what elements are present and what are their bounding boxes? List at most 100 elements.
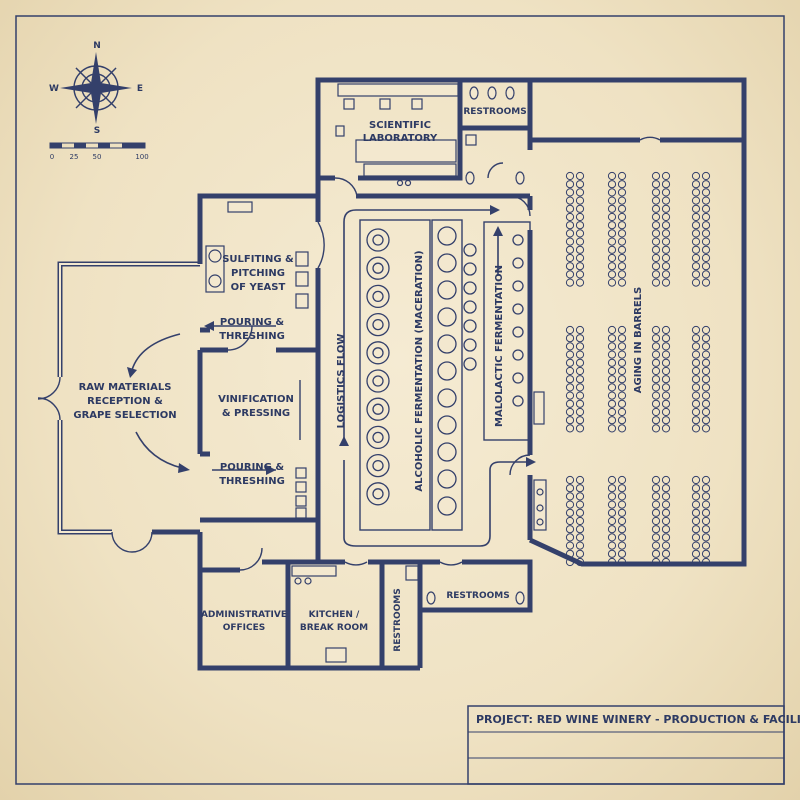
barrel-icon — [701, 278, 711, 287]
barrel-icon — [607, 334, 617, 343]
barrel-icon — [607, 366, 617, 376]
barrel-icon — [565, 325, 575, 335]
label-raw-line2: RECEPTION & — [87, 396, 163, 407]
barrel-icon — [607, 204, 617, 213]
barrel-icon — [691, 366, 701, 376]
barrel-icon — [607, 245, 617, 254]
label-logistics-flow: LOGISTICS FLOW — [336, 334, 347, 429]
barrel-icon — [575, 221, 585, 230]
barrel-icon — [575, 171, 585, 181]
barrel-icon — [617, 342, 627, 351]
barrel-icon — [607, 525, 617, 534]
tank-icon — [437, 226, 457, 246]
barrel-icon — [701, 533, 711, 542]
barrel-icon — [651, 508, 661, 517]
barrel-icon — [691, 221, 701, 230]
barrel-icon — [617, 204, 627, 213]
barrel-icon — [617, 270, 627, 279]
barrel-icon — [607, 399, 617, 408]
barrel-icon — [565, 492, 575, 501]
barrel-icon — [617, 484, 627, 493]
barrel-icon — [701, 171, 711, 181]
label-aging-in-barrels: AGING IN BARRELS — [633, 287, 644, 393]
barrel-icon — [691, 508, 701, 517]
barrel-icon — [691, 229, 701, 238]
barrel-icon — [691, 237, 701, 246]
barrel-icon — [575, 391, 585, 400]
scale-tick-100: 100 — [135, 153, 148, 161]
barrel-icon — [691, 549, 701, 558]
label-vinification-line2: & PRESSING — [222, 408, 290, 419]
barrel-icon — [607, 549, 617, 558]
barrel-icon — [701, 358, 711, 367]
label-sulfiting-line1: SULFITING & — [222, 254, 294, 265]
barrel-icon — [565, 383, 575, 392]
barrel-icon — [607, 229, 617, 238]
label-pouring1-line1: POURING & — [220, 317, 284, 328]
barrel-icon — [701, 334, 711, 343]
tank-icon — [437, 496, 457, 516]
barrel-icon — [565, 204, 575, 213]
compass-west: W — [49, 84, 59, 94]
barrel-icon — [651, 253, 661, 263]
title-block — [467, 705, 785, 785]
tank-icon — [463, 262, 477, 276]
barrel-icon — [607, 533, 617, 542]
barrel-icon — [701, 325, 711, 335]
barrel-icon — [607, 180, 617, 189]
barrel-icon — [565, 557, 575, 567]
barrel-icon — [617, 229, 627, 238]
sheet-border — [15, 15, 785, 785]
barrel-icon — [575, 229, 585, 238]
logistics-flow-arrows — [127, 205, 536, 547]
barrel-icon — [651, 212, 661, 222]
label-restrooms-top: RESTROOMS — [463, 107, 526, 117]
barrel-icon — [691, 492, 701, 501]
barrel-icon — [651, 325, 661, 335]
barrel-icon — [617, 557, 627, 567]
barrel-icon — [701, 180, 711, 189]
barrel-icon — [617, 358, 627, 367]
scale-tick-25: 25 — [70, 153, 79, 161]
tank-core-icon — [372, 375, 384, 387]
label-malolactic-fermentation: MALOLACTIC FERMENTATION — [494, 265, 505, 427]
label-raw-line1: RAW MATERIALS — [79, 382, 172, 393]
barrel-icon — [617, 375, 627, 384]
barrel-icon — [661, 253, 671, 263]
barrel-icon — [607, 325, 617, 335]
barrel-icon — [661, 424, 671, 433]
tanks-malolactic — [463, 234, 524, 407]
barrel-icon — [661, 366, 671, 376]
barrel-icon — [617, 278, 627, 287]
barrel-icon — [661, 484, 671, 493]
barrel-icon — [661, 516, 671, 526]
label-sulfiting-line2: PITCHING — [231, 268, 285, 279]
barrel-icon — [661, 416, 671, 425]
barrel-icon — [575, 212, 585, 222]
barrel-icon — [691, 171, 701, 181]
barrel-icon — [651, 375, 661, 384]
barrel-icon — [565, 358, 575, 367]
barrel-icon — [565, 399, 575, 408]
processing-fixtures — [205, 201, 309, 519]
tank-icon — [437, 334, 457, 354]
barrel-icon — [661, 350, 671, 359]
barrel-icon — [661, 492, 671, 501]
barrel-icon — [565, 500, 575, 509]
barrel-icon — [565, 278, 575, 287]
barrel-icon — [691, 484, 701, 493]
barrel-icon — [607, 212, 617, 222]
barrel-icon — [701, 350, 711, 359]
barrel-icon — [565, 196, 575, 205]
barrel-icon — [661, 475, 671, 485]
barrel-icon — [565, 416, 575, 425]
barrel-icon — [617, 475, 627, 485]
barrel-icon — [691, 516, 701, 526]
barrel-icon — [651, 416, 661, 425]
barrel-icon — [607, 237, 617, 246]
barrel-icon — [701, 366, 711, 376]
label-lab-line2: LABORATORY — [363, 133, 438, 144]
barrel-icon — [661, 533, 671, 542]
tanks-alcoholic — [366, 228, 390, 506]
